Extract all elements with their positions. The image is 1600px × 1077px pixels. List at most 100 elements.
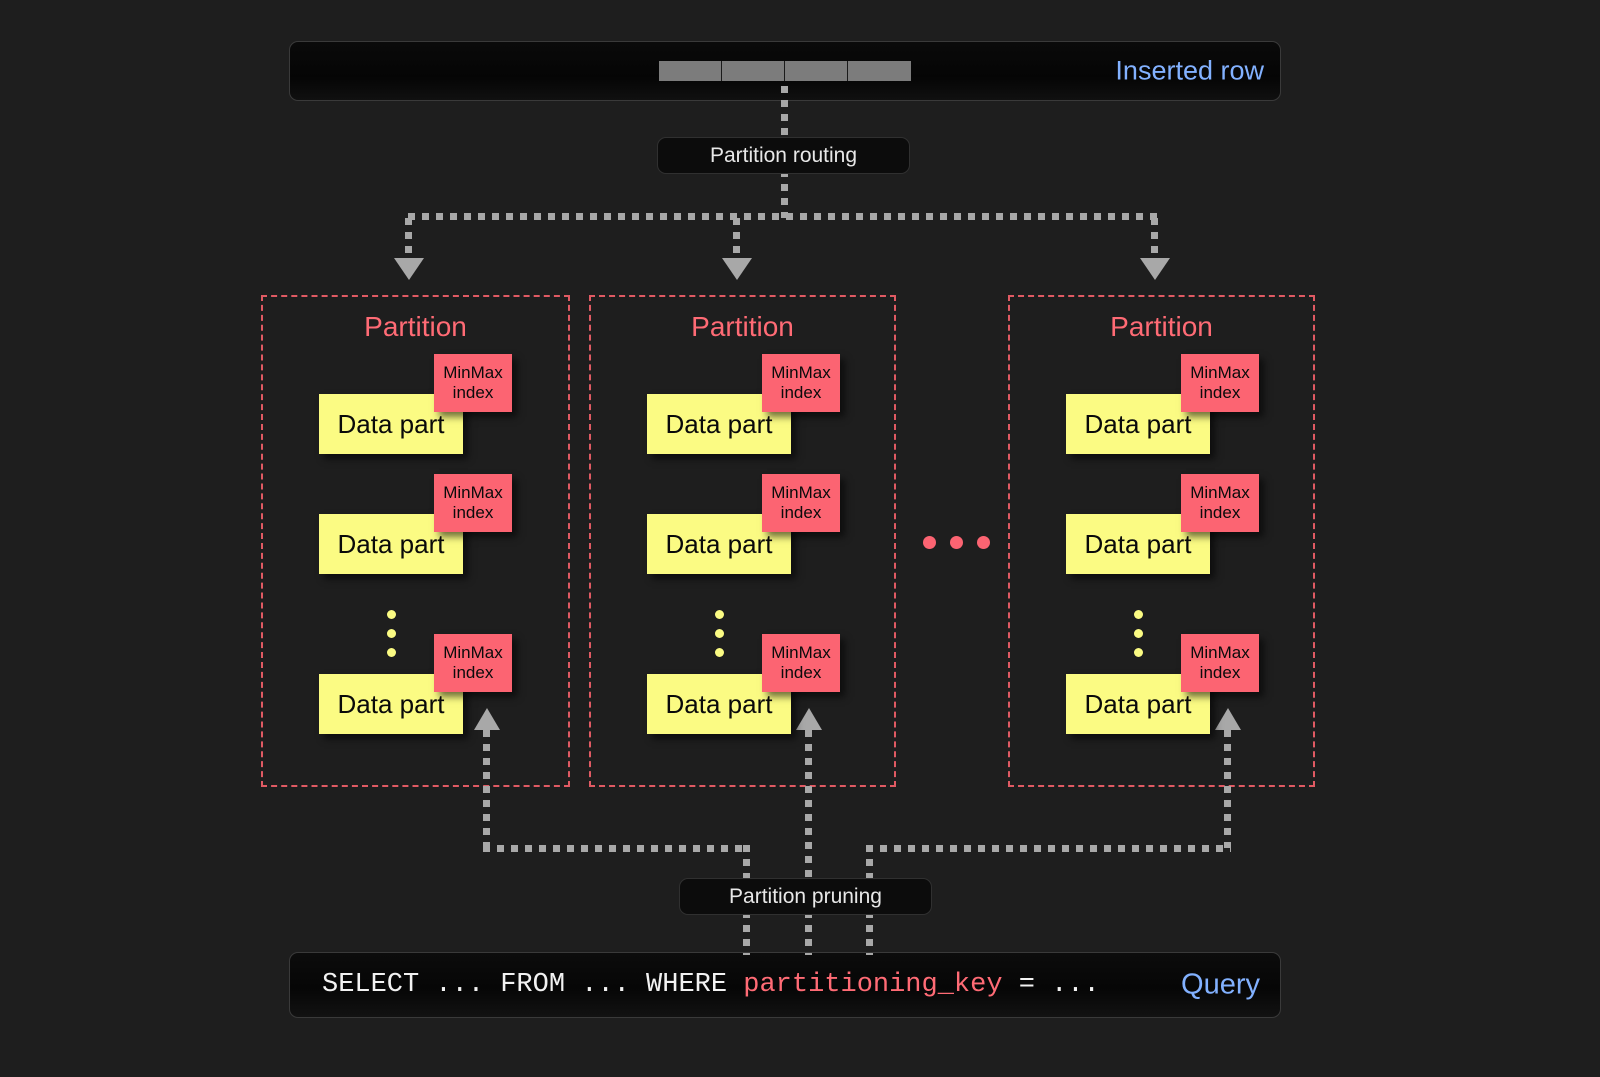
inserted-row-label: Inserted row <box>1115 55 1264 86</box>
ellipsis-dot <box>715 629 724 638</box>
inserted-row-cells <box>659 61 911 81</box>
data-part-label: Data part <box>1084 528 1192 559</box>
data-part-box-1-1: Data part <box>319 394 463 454</box>
partition-routing-box[interactable]: Partition routing <box>657 137 910 174</box>
connector-drop-partition-3 <box>1151 218 1158 262</box>
connector-fanout-bus <box>408 213 1158 220</box>
connector-routing-to-fanout <box>781 170 788 218</box>
data-part-label: Data part <box>337 688 445 719</box>
ellipsis-dot <box>387 610 396 619</box>
row-cell <box>659 61 722 81</box>
connector-pruning-drop-1 <box>743 845 750 882</box>
query-partitioning-key: partitioning_key <box>743 970 1003 1000</box>
ellipsis-dot <box>977 536 990 549</box>
connector-pruning-to-query-2 <box>805 911 812 955</box>
connector-pruning-to-query-1 <box>743 911 750 955</box>
data-part-label: Data part <box>337 408 445 439</box>
connector-drop-partition-1 <box>405 218 412 262</box>
query-suffix: = ... <box>1002 970 1100 1000</box>
data-part-ellipsis-3 <box>1134 610 1143 657</box>
data-part-label: Data part <box>1084 408 1192 439</box>
ellipsis-dot <box>715 648 724 657</box>
connector-pruning-to-query-3 <box>866 911 873 955</box>
data-part-label: Data part <box>1084 688 1192 719</box>
row-cell <box>848 61 911 81</box>
query-panel: SELECT ... FROM ... WHERE partitioning_k… <box>289 952 1281 1018</box>
arrow-up-partition-1 <box>474 708 500 730</box>
partition-pruning-box[interactable]: Partition pruning <box>679 878 932 915</box>
data-part-label: Data part <box>337 528 445 559</box>
ellipsis-dot <box>950 536 963 549</box>
connector-pruning-riser-1 <box>483 730 490 848</box>
partition-title-1: Partition <box>364 311 467 342</box>
arrow-down-partition-3 <box>1140 258 1170 280</box>
connector-pruning-bus-left <box>483 845 749 852</box>
row-cell <box>722 61 785 81</box>
ellipsis-dot <box>387 629 396 638</box>
arrow-up-partition-3 <box>1215 708 1241 730</box>
data-part-ellipsis-2 <box>715 610 724 657</box>
data-part-label: Data part <box>665 528 773 559</box>
connector-pruning-riser-3 <box>1224 730 1231 848</box>
ellipsis-dot <box>715 610 724 619</box>
arrow-down-partition-2 <box>722 258 752 280</box>
arrow-up-partition-2 <box>796 708 822 730</box>
ellipsis-dot <box>1134 610 1143 619</box>
data-part-ellipsis-1 <box>387 610 396 657</box>
ellipsis-dot <box>1134 648 1143 657</box>
partition-ellipsis <box>923 536 990 549</box>
inserted-row-panel: Inserted row <box>289 41 1281 101</box>
connector-row-to-routing <box>781 86 788 142</box>
data-part-box-1-3: Data part <box>319 674 463 734</box>
query-label: Query <box>1181 968 1260 1001</box>
query-statement: SELECT ... FROM ... WHERE partitioning_k… <box>322 970 1100 1000</box>
arrow-down-partition-1 <box>394 258 424 280</box>
query-prefix: SELECT ... FROM ... WHERE <box>322 970 744 1000</box>
ellipsis-dot <box>923 536 936 549</box>
data-part-box-2-3: Data part <box>647 674 791 734</box>
data-part-label: Data part <box>665 688 773 719</box>
connector-pruning-bus-right <box>866 845 1231 852</box>
partition-title-3: Partition <box>1110 311 1213 342</box>
data-part-label: Data part <box>665 408 773 439</box>
partition-routing-label: Partition routing <box>709 143 858 167</box>
connector-drop-partition-2 <box>733 218 740 262</box>
partition-pruning-label: Partition pruning <box>729 884 882 908</box>
data-part-box-2-1: Data part <box>647 394 791 454</box>
ellipsis-dot <box>1134 629 1143 638</box>
connector-pruning-riser-2 <box>805 730 812 882</box>
row-cell <box>785 61 848 81</box>
ellipsis-dot <box>387 648 396 657</box>
connector-pruning-drop-3 <box>866 845 873 882</box>
